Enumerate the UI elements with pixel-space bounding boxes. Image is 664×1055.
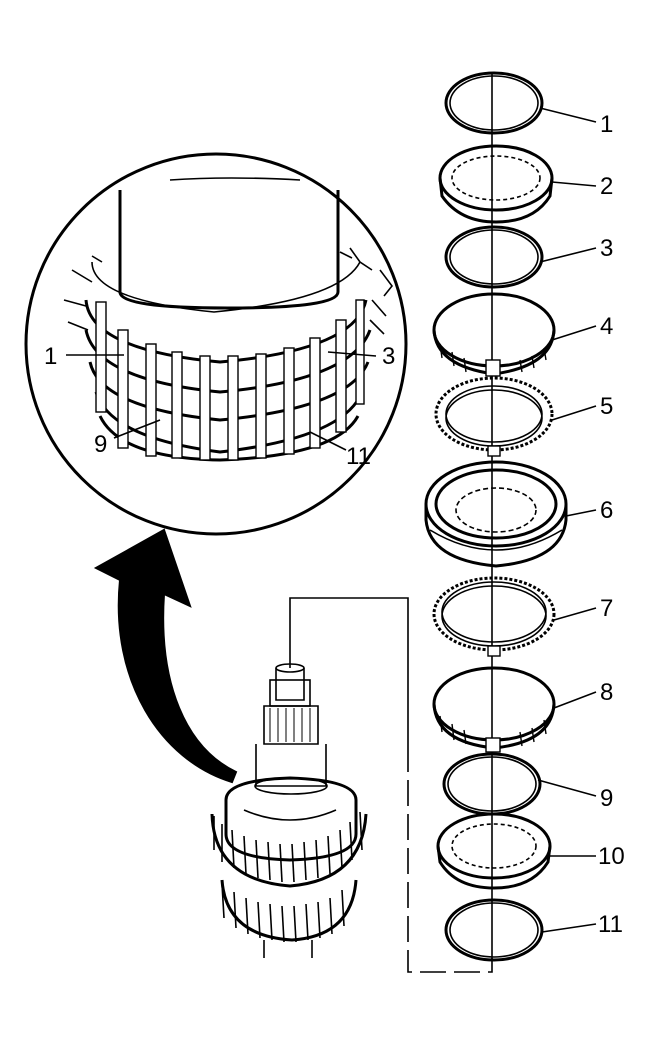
part-2-inner-ring <box>438 144 554 224</box>
part-6-synchronizer <box>424 460 568 568</box>
callout-11: 11 <box>598 911 623 938</box>
detail-circle <box>24 152 408 536</box>
callout-10: 10 <box>598 843 625 870</box>
detail-leader-11 <box>309 431 347 451</box>
callout-5: 5 <box>600 393 613 420</box>
part-1-snap-ring <box>444 71 544 135</box>
detail-ring-stack <box>63 247 394 462</box>
part-8-blocker-ring <box>432 666 556 753</box>
detail-callout-3: 3 <box>382 343 395 370</box>
exploded-callouts: 1 2 3 4 5 6 7 8 9 10 11 <box>598 111 625 938</box>
detail-leader-9 <box>113 419 161 439</box>
part-7-toothed-ring <box>432 576 556 657</box>
part-10-inner-ring <box>436 812 552 890</box>
callout-3: 3 <box>600 235 613 262</box>
bracket-line-top <box>289 597 409 746</box>
detail-callout-11: 11 <box>346 443 371 470</box>
detail-shaft <box>118 190 340 310</box>
detail-leader-3 <box>327 351 377 357</box>
part-11-snap-ring <box>444 898 544 962</box>
callout-7: 7 <box>600 595 613 622</box>
bracket-line-bottom <box>407 746 493 973</box>
exploded-parts <box>424 71 568 962</box>
detail-callout-9: 9 <box>94 431 107 458</box>
callout-6: 6 <box>600 497 613 524</box>
callout-2: 2 <box>600 173 613 200</box>
callout-1: 1 <box>600 111 613 138</box>
part-4-blocker-ring <box>432 292 556 377</box>
callout-4: 4 <box>600 313 613 340</box>
exploded-leaders <box>537 107 597 933</box>
callout-9: 9 <box>600 785 613 812</box>
shaft-assembly <box>210 663 368 958</box>
part-3-snap-ring <box>444 225 544 289</box>
magnify-arrow <box>93 528 238 784</box>
callout-8: 8 <box>600 679 613 706</box>
detail-view: 1 3 9 11 <box>24 152 408 536</box>
part-5-toothed-ring <box>434 376 554 457</box>
detail-callout-1: 1 <box>44 343 57 370</box>
